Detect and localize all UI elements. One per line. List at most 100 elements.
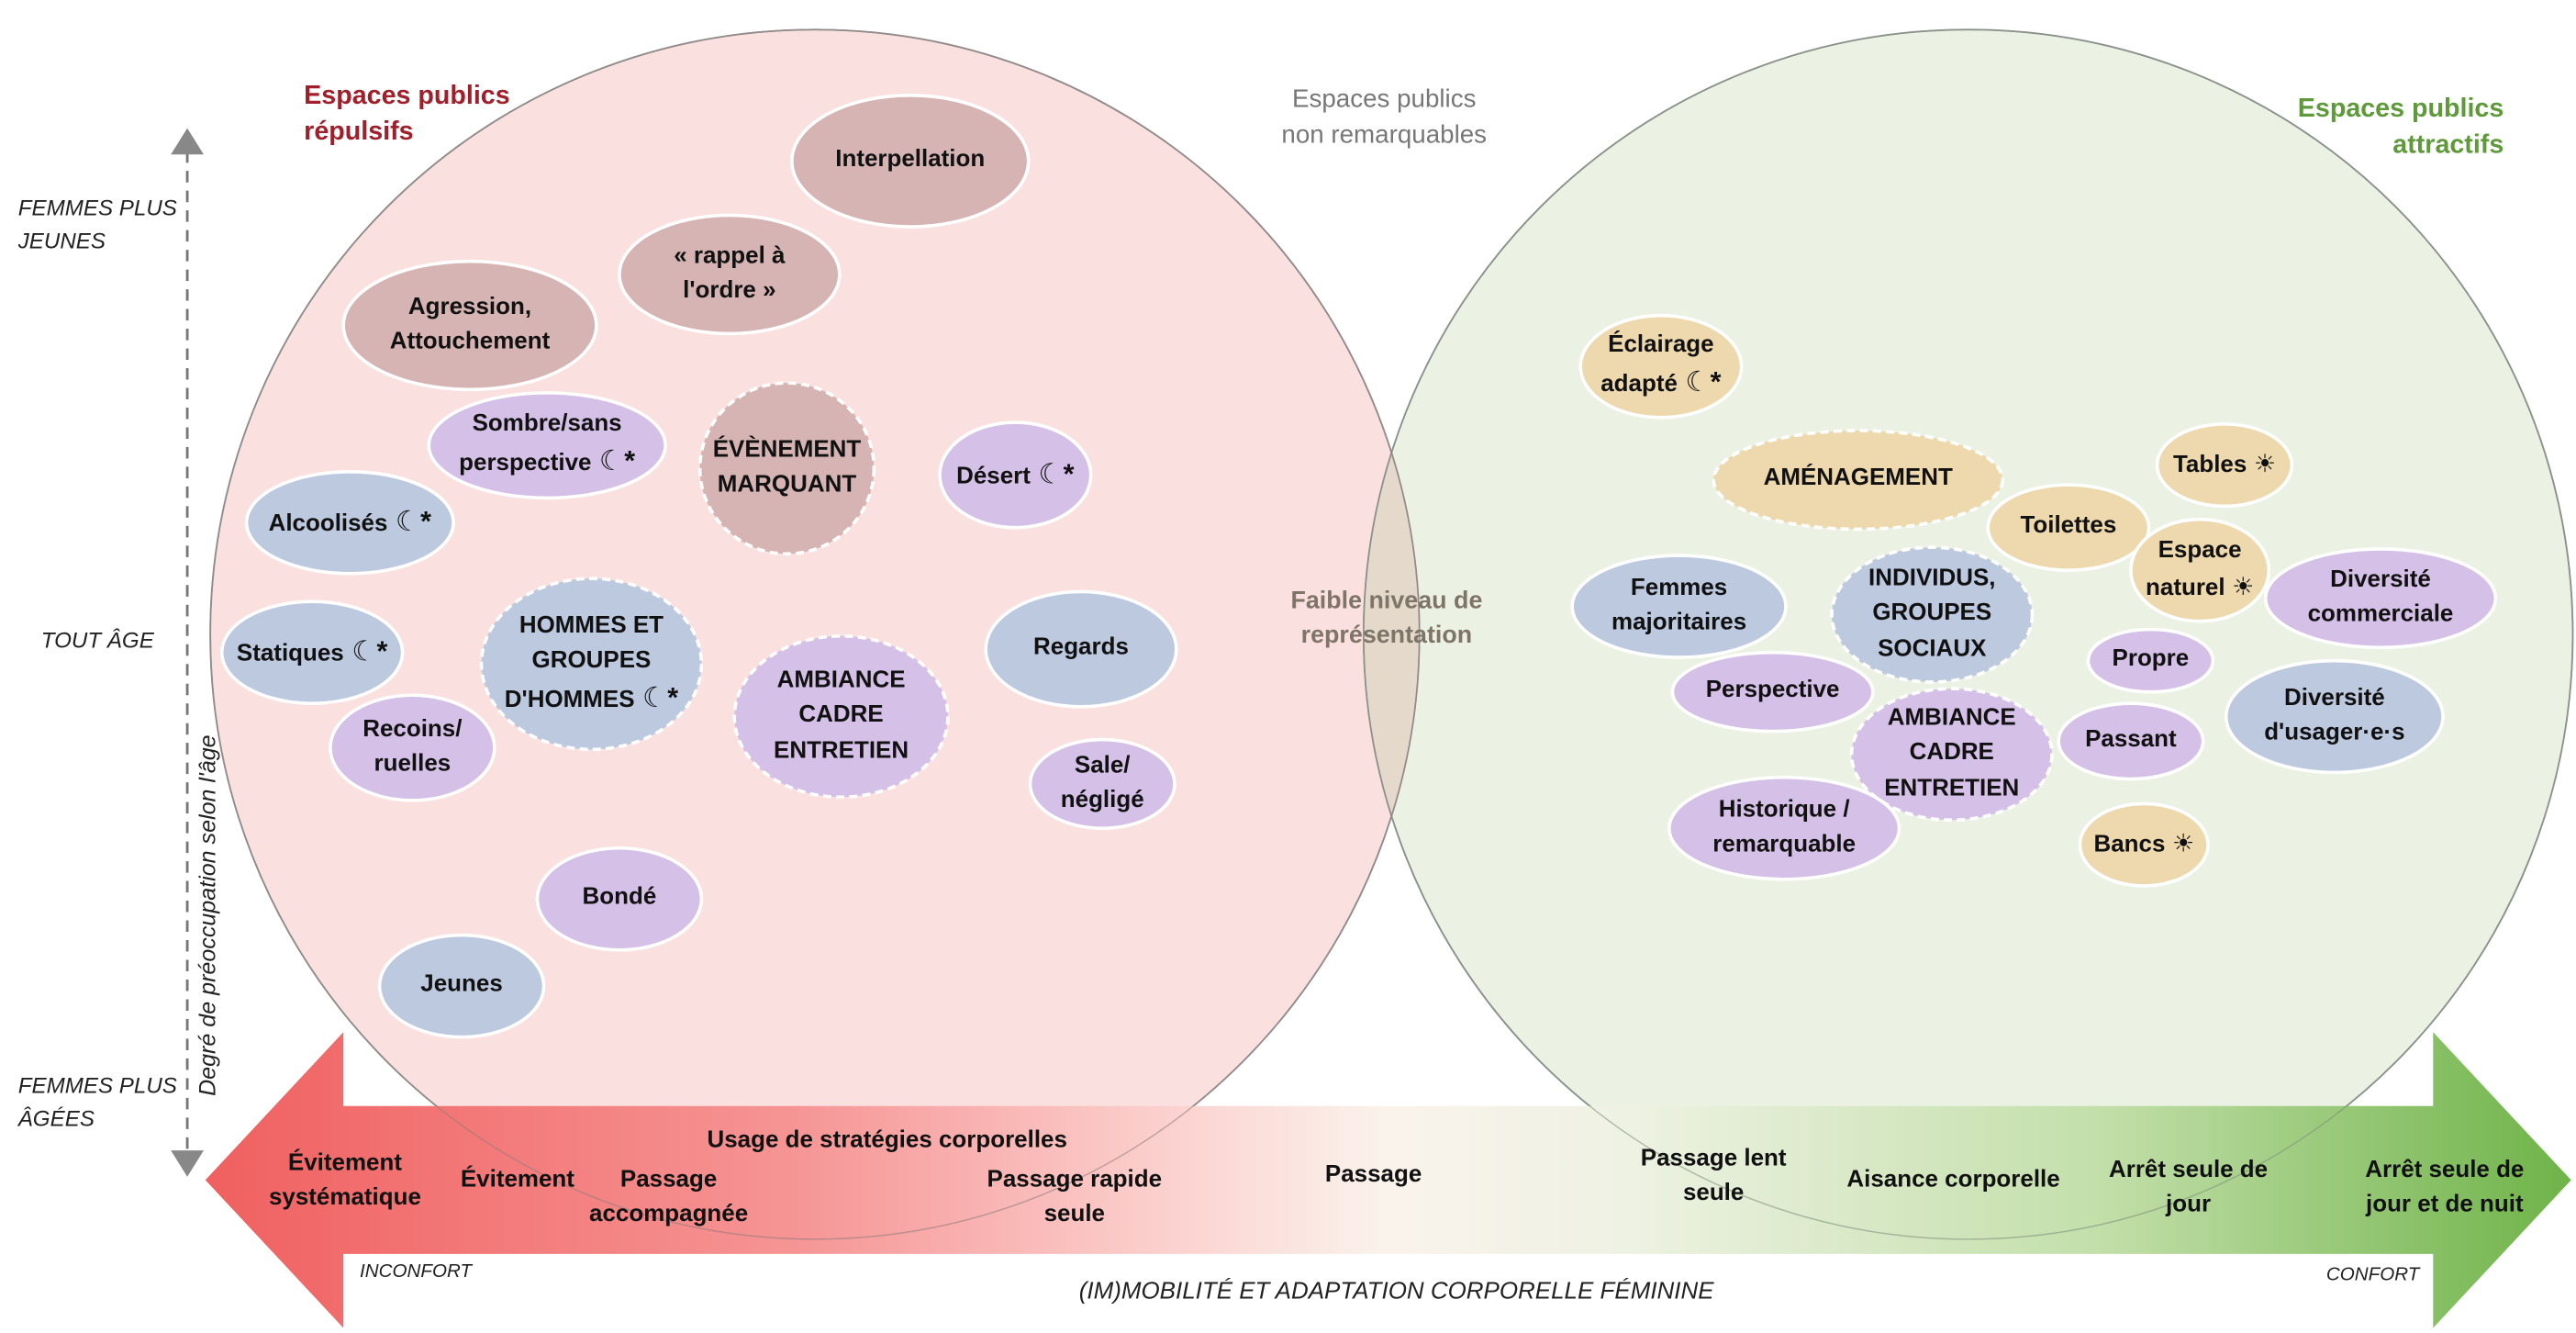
label-sale: Sale/négligé (1030, 740, 1175, 829)
ellipse-amenagement (1712, 429, 2005, 532)
label-bancs: Bancs ☀ (2080, 803, 2208, 886)
mobility-step-line: Évitement (460, 1167, 574, 1194)
sun-icon: ☀ (2165, 830, 2194, 858)
label-perspective: Perspective (1672, 653, 1872, 732)
mobility-step-line: Passage rapide (987, 1167, 1163, 1193)
mobility-step-line: Arrêt seule de (2365, 1157, 2525, 1183)
moon-star-icon: ☾* (387, 505, 432, 537)
label-line: Interpellation (835, 147, 986, 174)
label-line: Éclairage (1608, 331, 1714, 359)
ellipse-passant (2057, 701, 2205, 781)
ellipse-statiques (219, 599, 405, 705)
mobility-step-line: systématique (268, 1184, 421, 1212)
label-line: Statiques ☾* (236, 635, 388, 667)
label-line: Alcoolisés ☾* (268, 505, 432, 537)
ellipse-recoins (329, 693, 496, 802)
discomfort-label: INCONFORT (360, 1261, 473, 1283)
age-axis-arrow-down (171, 1150, 204, 1177)
label-line: Perspective (1705, 678, 1840, 705)
label-alcoolises: Alcoolisés ☾* (247, 472, 454, 574)
label-toilettes: Toilettes (1988, 485, 2148, 570)
ellipse-desert (938, 420, 1093, 530)
label-line: AMÉNAGEMENT (1763, 465, 1953, 493)
ellipse-alcoolises (244, 469, 455, 576)
attractive-circle-edge (1363, 28, 2574, 1240)
ellipse-perspective (1670, 650, 1875, 734)
age-axis-arrow-up (171, 128, 204, 155)
mobility-step: Arrêt seule de jour et de nuit (2314, 1148, 2576, 1227)
moon-star-icon: ☾* (634, 681, 679, 713)
age-middle-label: TOUT ÂGE (40, 627, 154, 653)
label-line: Historique / (1718, 797, 1850, 823)
ellipse-tables (2155, 422, 2294, 509)
label-line: ENTRETIEN (1884, 775, 2020, 801)
label-line: CADRE (798, 702, 884, 729)
label-tables: Tables ☀ (2158, 424, 2292, 507)
label-line: « rappel à (674, 242, 786, 270)
label-line: naturel ☀ (2146, 572, 2255, 601)
repulsive-circle-edge (209, 28, 1421, 1240)
mobility-step-line: jour et de nuit (2366, 1191, 2524, 1218)
label-agression: Agression,Attouchement (343, 262, 597, 390)
label-line: Jeunes (420, 971, 503, 999)
label-line: Diversité (2330, 566, 2431, 594)
label-line: Regards (1033, 634, 1129, 662)
mobility-step-line: seule (1682, 1180, 1745, 1207)
moon-star-icon: ☾* (1677, 366, 1722, 398)
ellipse-interpellation (790, 94, 1031, 229)
ellipse-individus (1830, 545, 2035, 684)
label-line: GROUPES (1872, 600, 1992, 627)
label-line: l'ordre » (683, 277, 776, 305)
label-evenement: ÉVÈNEMENT MARQUANT (700, 383, 875, 554)
mobility-step-line: Passage (1324, 1162, 1422, 1190)
label-line: Propre (2112, 646, 2190, 674)
ellipse-ambiance-right (1849, 687, 2054, 823)
label-interpellation: Interpellation (792, 95, 1029, 227)
mobility-step-line: Passage lent (1640, 1145, 1787, 1172)
label-line: Désert ☾* (956, 457, 1075, 489)
ellipse-diversite-usagers (2224, 658, 2445, 775)
label-line: perspective ☾* (459, 445, 636, 477)
label-regards: Regards (986, 591, 1176, 706)
ellipse-bancs (2078, 801, 2210, 888)
label-desert: Désert ☾* (940, 422, 1091, 528)
label-eclairage: Éclairage adapté ☾* (1580, 316, 1741, 418)
label-line: D'HOMMES ☾* (504, 681, 679, 713)
mobility-step-line: accompagnée (589, 1201, 749, 1228)
label-line: ÉVÈNEMENT (712, 437, 862, 464)
ellipse-sombre (427, 391, 667, 500)
ellipse-ambiance-left (732, 634, 950, 800)
ellipse-hommes (479, 577, 704, 752)
label-line: Toilettes (2020, 513, 2117, 541)
label-amenagement: AMÉNAGEMENT (1713, 431, 2002, 529)
label-line: majoritaires (1611, 610, 1747, 636)
ellipse-sale (1028, 737, 1176, 831)
label-line: adapté ☾* (1600, 366, 1722, 398)
label-line: Tables ☀ (2172, 450, 2276, 478)
label-line: Bondé (582, 884, 657, 912)
label-line: Attouchement (389, 329, 551, 355)
label-bonde: Bondé (537, 848, 701, 950)
ellipse-eclairage (1578, 313, 1744, 420)
ellipse-regards (984, 589, 1178, 709)
ellipse-rappel (618, 213, 842, 336)
label-line: MARQUANT (717, 471, 857, 498)
age-axis-title: Degré de préoccupation selon l'âge (193, 734, 220, 1096)
label-line: HOMMES ET (519, 612, 664, 639)
moon-star-icon: ☾* (591, 445, 636, 477)
mobility-step: Passage (1242, 1137, 1504, 1216)
